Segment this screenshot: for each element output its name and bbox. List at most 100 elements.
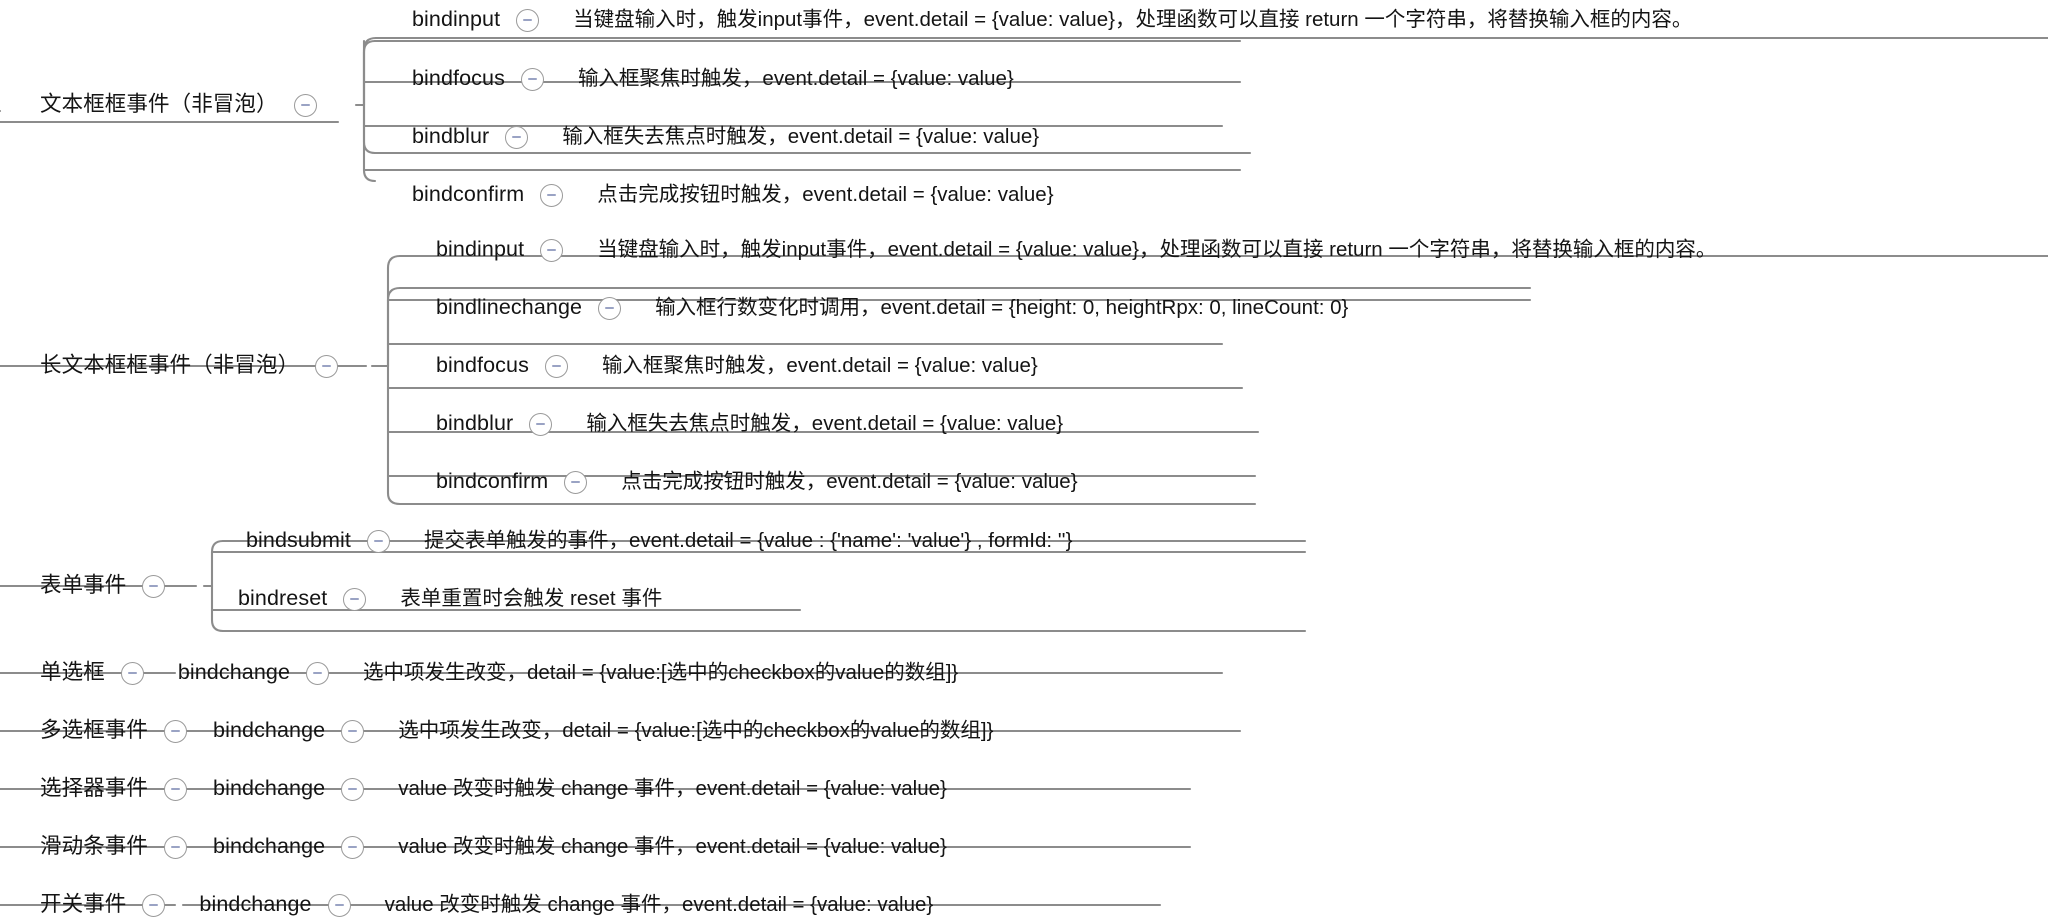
collapse-minus-icon[interactable] [505, 125, 529, 149]
minus-bar [348, 845, 358, 849]
minus-bar [171, 845, 181, 849]
minus-bar [171, 729, 181, 733]
branch-node-form[interactable]: 表单事件 [40, 564, 166, 608]
collapse-minus-icon[interactable] [540, 183, 564, 207]
branch-label-textbox: 文本框框事件（非冒泡） [40, 92, 278, 117]
collapse-minus-icon[interactable] [164, 719, 188, 743]
branch-row-slider[interactable]: 滑动条事件 bindchange value 改变时触发 change 事件，e… [40, 825, 947, 869]
minus-bar [313, 671, 322, 675]
branch-label-checkbox: 多选框事件 [40, 718, 149, 743]
collapse-minus-icon[interactable] [520, 67, 544, 91]
collapse-minus-icon[interactable] [164, 835, 188, 859]
minus-bar [149, 903, 159, 907]
event-description: value 改变时触发 change 事件，event.detail = {va… [384, 892, 934, 916]
event-description: value 改变时触发 change 事件，event.detail = {va… [398, 776, 947, 800]
event-name-bindchange: bindchange [213, 834, 326, 859]
event-description: 表单重置时会触发 reset 事件 [400, 586, 663, 610]
event-description: 输入框聚焦时触发，event.detail = {value: value} [601, 353, 1038, 377]
minus-bar [547, 248, 557, 252]
collapse-minus-icon[interactable] [544, 354, 568, 378]
minus-bar [547, 193, 557, 197]
branch-label-switch: 开关事件 [40, 892, 127, 917]
event-description: 选中项发生改变，detail = {value:[选中的checkbox的val… [363, 660, 959, 684]
collapse-minus-icon[interactable] [516, 8, 540, 32]
minus-bar [536, 422, 546, 426]
event-name-bindconfirm: bindconfirm [436, 469, 549, 494]
minus-bar [334, 903, 344, 907]
event-description: 输入框聚焦时触发，event.detail = {value: value} [577, 66, 1014, 90]
event-name-bindblur: bindblur [412, 124, 490, 149]
minus-bar [300, 103, 310, 107]
collapse-minus-icon[interactable] [540, 238, 564, 262]
branch-label-slider: 滑动条事件 [40, 834, 149, 859]
collapse-minus-icon[interactable] [315, 354, 339, 378]
event-description: 输入框失去焦点时触发，event.detail = {value: value} [562, 124, 1040, 148]
minus-bar [527, 77, 537, 81]
event-name-bindblur: bindblur [436, 411, 514, 436]
minus-bar [149, 584, 159, 588]
event-description: 输入框行数变化时调用，event.detail = {height: 0, he… [655, 295, 1349, 319]
collapse-minus-icon[interactable] [598, 296, 622, 320]
minus-bar [171, 787, 181, 791]
event-name-bindfocus: bindfocus [436, 353, 529, 378]
event-name-bindreset: bindreset [238, 586, 328, 611]
minus-bar [322, 364, 332, 368]
event-name-bindinput: bindinput [412, 7, 501, 32]
minus-bar [605, 306, 615, 310]
event-row-textarea-bindinput[interactable]: bindinput 当键盘输入时，触发input事件，event.detail … [436, 228, 1716, 272]
event-row-form-bindsubmit[interactable]: bindsubmit 提交表单触发的事件，event.detail = {val… [246, 519, 1072, 563]
event-row-textarea-bindlinechange[interactable]: bindlinechange 输入框行数变化时调用，event.detail =… [436, 286, 1348, 330]
minus-bar [127, 671, 137, 675]
collapse-minus-icon[interactable] [164, 777, 188, 801]
event-description: 当键盘输入时，触发input事件，event.detail = {value: … [573, 7, 1693, 31]
branch-row-radio[interactable]: 单选框 bindchange 选中项发生改变，detail = {value:[… [40, 651, 958, 695]
collapse-minus-icon[interactable] [341, 719, 365, 743]
event-row-textbox-bindfocus[interactable]: bindfocus 输入框聚焦时触发，event.detail = {value… [412, 57, 1014, 101]
event-description: 点击完成按钮时触发，event.detail = {value: value} [597, 182, 1054, 206]
event-row-textarea-bindfocus[interactable]: bindfocus 输入框聚焦时触发，event.detail = {value… [436, 344, 1038, 388]
event-name-bindchange: bindchange [177, 660, 290, 685]
collapse-minus-icon[interactable] [293, 93, 317, 117]
collapse-minus-icon[interactable] [343, 587, 367, 611]
event-description: 提交表单触发的事件，event.detail = {value : {'name… [423, 528, 1073, 552]
collapse-minus-icon[interactable] [366, 529, 390, 553]
event-name-bindconfirm: bindconfirm [412, 182, 525, 207]
collapse-minus-icon[interactable] [327, 893, 351, 917]
event-row-textarea-bindconfirm[interactable]: bindconfirm 点击完成按钮时触发，event.detail = {va… [436, 460, 1078, 504]
event-description: value 改变时触发 change 事件，event.detail = {va… [398, 834, 947, 858]
collapse-minus-icon[interactable] [306, 661, 329, 685]
collapse-minus-icon[interactable] [529, 412, 553, 436]
event-row-textbox-bindinput[interactable]: bindinput 当键盘输入时，触发input事件，event.detail … [412, 0, 1692, 42]
branch-node-textbox[interactable]: 文本框框事件（非冒泡） [40, 83, 317, 127]
collapse-minus-icon[interactable] [142, 893, 166, 917]
event-name-bindchange: bindchange [213, 718, 326, 743]
event-name-bindlinechange: bindlinechange [436, 295, 583, 320]
branch-row-picker[interactable]: 选择器事件 bindchange value 改变时触发 change 事件，e… [40, 767, 947, 811]
event-name-bindchange: bindchange [213, 776, 326, 801]
branch-row-checkbox[interactable]: 多选框事件 bindchange 选中项发生改变，detail = {value… [40, 709, 993, 753]
event-description: 输入框失去焦点时触发，event.detail = {value: value} [586, 411, 1064, 435]
branch-row-switch[interactable]: 开关事件 bindchange value 改变时触发 change 事件，ev… [40, 883, 933, 924]
minus-bar [350, 597, 360, 601]
collapse-minus-icon[interactable] [341, 777, 365, 801]
minus-bar [373, 539, 383, 543]
event-description: 点击完成按钮时触发，event.detail = {value: value} [621, 469, 1078, 493]
event-row-form-bindreset[interactable]: bindreset 表单重置时会触发 reset 事件 [238, 577, 662, 621]
minus-bar [512, 135, 522, 139]
event-name-bindchange: bindchange [199, 892, 312, 917]
event-row-textbox-bindblur[interactable]: bindblur 输入框失去焦点时触发，event.detail = {valu… [412, 115, 1039, 159]
collapse-minus-icon[interactable] [120, 661, 144, 685]
minus-bar [348, 729, 358, 733]
event-row-textarea-bindblur[interactable]: bindblur 输入框失去焦点时触发，event.detail = {valu… [436, 402, 1063, 446]
event-name-bindfocus: bindfocus [412, 66, 505, 91]
event-row-textbox-bindconfirm[interactable]: bindconfirm 点击完成按钮时触发，event.detail = {va… [412, 173, 1054, 217]
minus-bar [571, 480, 581, 484]
event-description: 选中项发生改变，detail = {value:[选中的checkbox的val… [398, 718, 994, 742]
branch-label-picker: 选择器事件 [40, 776, 149, 801]
branch-node-textarea[interactable]: 长文本框框事件（非冒泡） [40, 344, 339, 388]
collapse-minus-icon[interactable] [341, 835, 365, 859]
collapse-minus-icon[interactable] [564, 470, 588, 494]
collapse-minus-icon[interactable] [142, 574, 166, 598]
minus-bar [348, 787, 358, 791]
